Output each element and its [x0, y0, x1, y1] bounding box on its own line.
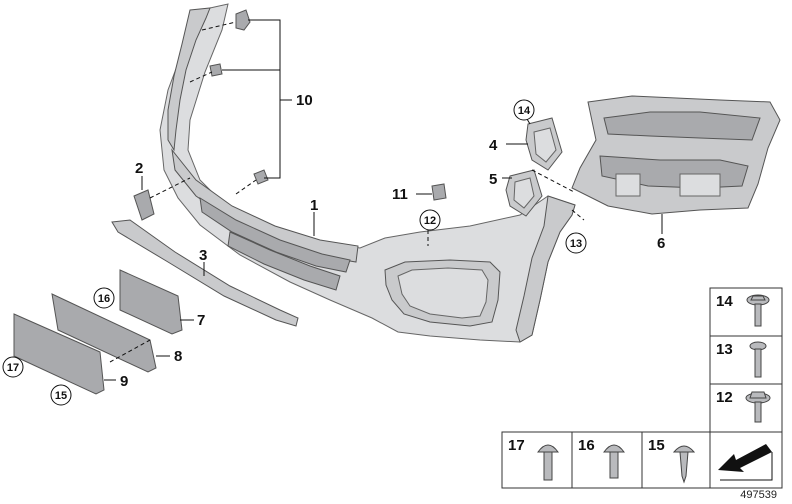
legend-cell-17: [501, 431, 573, 489]
callout-6: 6: [657, 235, 665, 252]
legend-label-12: 12: [716, 389, 733, 406]
legend-label-13: 13: [716, 341, 733, 358]
callout-circle-17: 17: [2, 356, 24, 378]
legend-label-16: 16: [578, 437, 595, 454]
callout-circle-13: 13: [565, 232, 587, 254]
callout-15-label: 15: [55, 390, 67, 402]
trim-strip-3: [111, 219, 299, 327]
carrier-6: [571, 95, 781, 234]
legend-label-17: 17: [508, 437, 525, 454]
screw-12-icon: [745, 391, 771, 423]
callout-circle-15: 15: [50, 384, 72, 406]
diagram-reference-number: 497539: [740, 489, 777, 501]
screw-13-icon: [749, 341, 767, 378]
clip-11: [416, 183, 585, 246]
callout-16-label: 16: [98, 293, 110, 305]
callout-1: 1: [310, 197, 318, 214]
screw-15-icon: [672, 445, 696, 484]
legend-cell-13: [709, 335, 783, 385]
orientation-arrow-icon: [718, 444, 773, 481]
callout-circle-14: 14: [513, 99, 535, 121]
callout-12-label: 12: [424, 215, 436, 227]
callout-3: 3: [199, 247, 207, 264]
callout-10: 10: [296, 92, 313, 109]
callout-7: 7: [197, 312, 205, 329]
bracket-4: [506, 113, 563, 171]
callout-11: 11: [392, 186, 408, 203]
plate-8: [51, 293, 170, 373]
legend-label-15: 15: [648, 437, 665, 454]
callout-4: 4: [489, 137, 498, 154]
plate-9: [13, 313, 116, 395]
screw-14-icon: [746, 294, 770, 327]
legend-cell-16: [571, 431, 643, 489]
screw-17-icon: [537, 444, 559, 481]
callout-circle-16: 16: [93, 287, 115, 309]
bracket-2: [133, 176, 191, 221]
bracket-10-group: [189, 9, 292, 195]
plate-7: [119, 269, 194, 335]
legend-cell-12: [709, 383, 783, 433]
callout-circle-12: 12: [419, 209, 441, 231]
bumper-cover: [159, 3, 576, 343]
callout-14-label: 14: [518, 105, 531, 117]
legend-cell-15: [641, 431, 711, 489]
callout-17-label: 17: [7, 362, 19, 374]
legend-cell-14: [709, 287, 783, 337]
callout-5: 5: [489, 171, 497, 188]
bracket-5: [502, 169, 575, 217]
callout-8: 8: [174, 348, 182, 365]
screw-16-icon: [603, 444, 625, 479]
callout-2: 2: [135, 160, 143, 177]
callout-13-label: 13: [570, 238, 582, 250]
legend-label-14: 14: [716, 293, 733, 310]
fastener-legend: 14 13 12 17 16 15: [501, 287, 783, 489]
callout-9: 9: [120, 373, 128, 390]
